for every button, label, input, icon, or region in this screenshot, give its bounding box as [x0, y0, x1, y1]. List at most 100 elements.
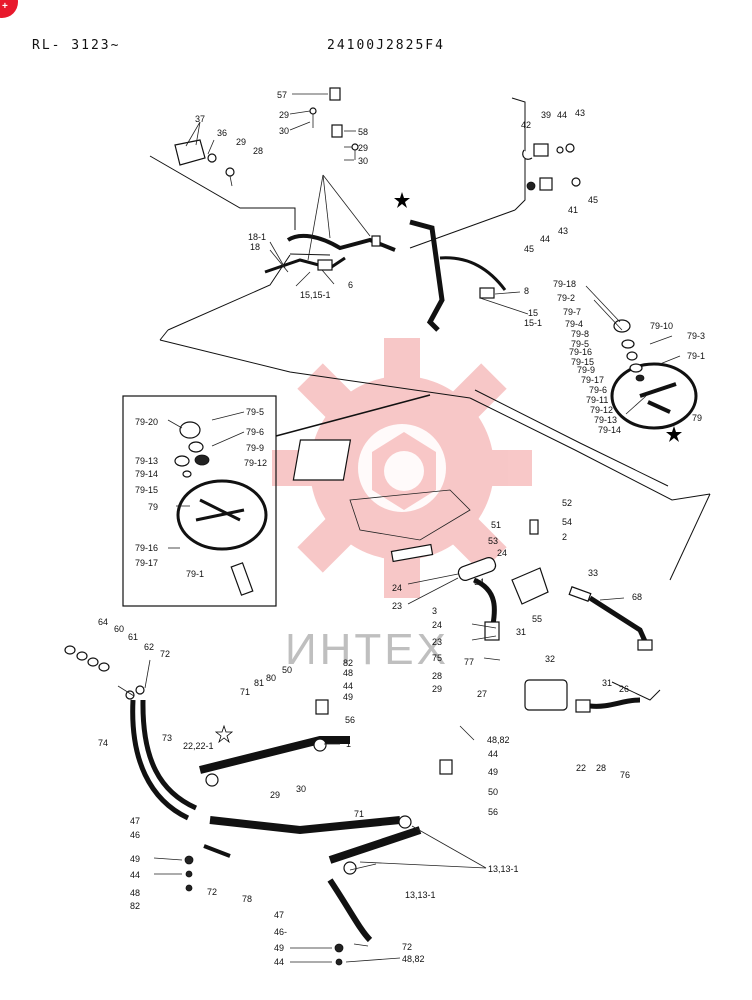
callout-55: 55: [532, 614, 542, 624]
callout-23: 23: [392, 601, 402, 611]
callout-15-15-1: 15,15-1: [300, 290, 331, 300]
callout-41: 41: [568, 205, 578, 215]
callout-57: 57: [277, 90, 287, 100]
callout-58: 58: [358, 127, 368, 137]
callout-77: 77: [464, 657, 474, 667]
callout-82: 82: [130, 901, 140, 911]
valve-pump-assembly: [292, 439, 653, 713]
callout-79-11: 79-11: [586, 395, 608, 405]
callout-31: 31: [516, 627, 526, 637]
callout-54: 54: [562, 517, 572, 527]
callout-18: 18: [250, 242, 260, 252]
callout-46: 46: [130, 830, 140, 840]
callout-29: 29: [358, 143, 368, 153]
callout-44: 44: [343, 681, 353, 691]
callout-79-15: 79-15: [135, 485, 158, 495]
callout-26: 26: [619, 684, 629, 694]
callout-42: 42: [521, 120, 531, 130]
callout-22-22-1: 22,22-1: [183, 741, 214, 751]
callout-47: 47: [274, 910, 284, 920]
corner-badge-glyph: +: [2, 1, 8, 12]
callout-48-82: 48,82: [402, 954, 425, 964]
callout-74: 74: [98, 738, 108, 748]
callout-79-17: 79-17: [135, 558, 158, 568]
callout-49: 49: [343, 692, 353, 702]
steering-column-upper-parts: [174, 87, 507, 332]
callout-71: 71: [354, 809, 364, 819]
callout-labels: 57 29 30 58 29 30 37 36 29 28 18-1 18 15…: [98, 90, 705, 967]
callout-79-1: 79-1: [687, 351, 705, 361]
callout-73: 73: [162, 733, 172, 743]
callout-79-14: 79-14: [135, 469, 158, 479]
callout-79-12: 79-12: [244, 458, 267, 468]
callout-15: 15: [528, 308, 538, 318]
callout-30: 30: [296, 784, 306, 794]
callout-44: 44: [540, 234, 550, 244]
callout-32: 32: [545, 654, 555, 664]
lower-frame-axle: [64, 645, 453, 966]
watermark-gear-icon: [272, 338, 532, 598]
callout-2: 2: [562, 532, 567, 542]
callout-22: 22: [576, 763, 586, 773]
star-marker-icon: [666, 426, 682, 442]
callout-72: 72: [160, 649, 170, 659]
steering-wheel-right-assembly: [610, 319, 698, 442]
callout-24: 24: [432, 620, 442, 630]
callout-8: 8: [524, 286, 529, 296]
callout-3: 3: [432, 606, 437, 616]
callout-79-6: 79-6: [246, 427, 264, 437]
callout-72: 72: [207, 887, 217, 897]
callout-34: 34: [474, 577, 484, 587]
callout-79-5: 79-5: [246, 407, 264, 417]
callout-49: 49: [488, 767, 498, 777]
callout-15-1: 15-1: [524, 318, 542, 328]
callout-79-9: 79-9: [246, 443, 264, 453]
callout-30: 30: [279, 126, 289, 136]
drawing-number: 24100J2825F4: [327, 38, 445, 53]
callout-49: 49: [130, 854, 140, 864]
star-marker-icon: [394, 192, 410, 208]
callout-79-8: 79-8: [571, 329, 589, 339]
callout-52: 52: [562, 498, 572, 508]
callout-79-6: 79-6: [589, 385, 607, 395]
callout-48: 48: [343, 668, 353, 678]
callout-47: 47: [130, 816, 140, 826]
callout-43: 43: [575, 108, 585, 118]
callout-79-10: 79-10: [650, 321, 673, 331]
star-outline-marker-icon: [214, 724, 234, 744]
callout-79-4: 79-4: [565, 319, 583, 329]
callout-29: 29: [279, 110, 289, 120]
callout-56: 56: [488, 807, 498, 817]
callout-79: 79: [692, 413, 702, 423]
callout-46: 46-: [274, 927, 287, 937]
callout-49: 49: [274, 943, 284, 953]
watermark-text: ИНТЕХ: [285, 625, 449, 674]
callout-24: 24: [392, 583, 402, 593]
callout-79-5: 79-5: [571, 339, 589, 349]
callout-79-3: 79-3: [687, 331, 705, 341]
callout-79-12: 79-12: [590, 405, 613, 415]
callout-13-13-1: 13,13-1: [488, 864, 519, 874]
callout-24: 24: [497, 548, 507, 558]
callout-29: 29: [432, 684, 442, 694]
callout-27: 27: [477, 689, 487, 699]
callout-31: 31: [602, 678, 612, 688]
callout-29: 29: [236, 137, 246, 147]
callout-44: 44: [557, 110, 567, 120]
inset-steering-wheel-box: [122, 395, 277, 607]
callout-53: 53: [488, 536, 498, 546]
callout-23: 23: [432, 637, 442, 647]
leader-lines: [117, 93, 681, 963]
callout-61: 61: [128, 632, 138, 642]
callout-81: 81: [254, 678, 264, 688]
callout-79-13: 79-13: [594, 415, 617, 425]
callout-51: 51: [491, 520, 501, 530]
corner-badge-circle: [0, 0, 18, 18]
callout-48-82: 48,82: [487, 735, 510, 745]
callout-44: 44: [130, 870, 140, 880]
callout-79-17: 79-17: [581, 375, 604, 385]
callout-79-1: 79-1: [186, 569, 204, 579]
callout-79-20: 79-20: [135, 417, 158, 427]
callout-79-14: 79-14: [598, 425, 621, 435]
callout-45: 45: [588, 195, 598, 205]
